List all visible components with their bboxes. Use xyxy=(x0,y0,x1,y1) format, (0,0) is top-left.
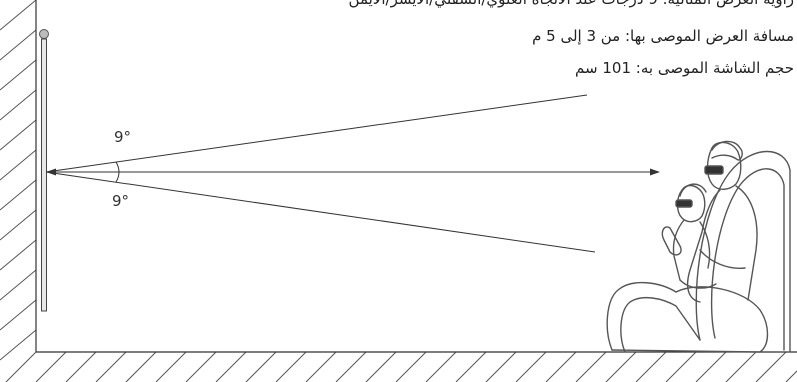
angle-arc xyxy=(115,161,120,183)
wall-hatching xyxy=(0,0,37,361)
viewing-angle-text: زاوية العرض المثالية: 9 درجات عند الاتجا… xyxy=(349,0,794,8)
screen-size-text: حجم الشاشة الموصى به: 101 سم xyxy=(575,59,794,77)
viewing-distance-text: مسافة العرض الموصى بها: من 3 إلى 5 م xyxy=(532,27,794,45)
arrow-left-icon xyxy=(46,168,56,176)
upper-angle-label: 9° xyxy=(114,128,132,146)
lower-angle-label: 9° xyxy=(112,192,130,210)
upper-angle-line xyxy=(45,94,588,173)
floor-hatching xyxy=(5,351,797,382)
viewers-3d-glasses-icon xyxy=(606,140,791,353)
arrow-right-icon xyxy=(650,168,660,176)
tv-screen xyxy=(39,29,49,312)
lower-angle-line xyxy=(45,171,596,253)
